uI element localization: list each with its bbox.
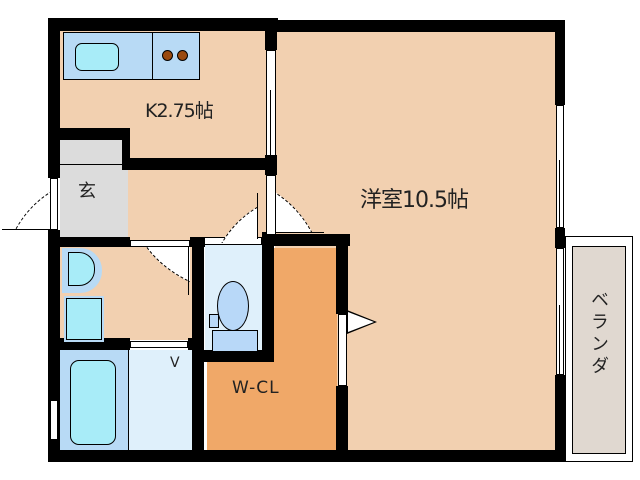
closet-door-triangle-fill	[348, 312, 374, 332]
toilet-tank	[212, 330, 258, 352]
kitchen-window-mullion	[270, 90, 271, 156]
toilet-icon	[217, 281, 249, 331]
wall-entrance-right	[122, 128, 130, 170]
washing-machine-icon	[64, 296, 104, 342]
burner-icon	[162, 50, 173, 61]
sink-icon	[75, 43, 119, 71]
wall-washroom-bottom-right	[188, 338, 204, 350]
wall-kitchen-divider-top	[265, 20, 277, 50]
entrance-door-frame	[50, 178, 58, 230]
kitchen-window	[266, 50, 276, 156]
entrance-step-line	[60, 164, 128, 165]
toilet-door-leaf	[257, 193, 258, 239]
right-window-upper	[556, 105, 564, 228]
entrance-room	[60, 140, 128, 240]
veranda-label: ベランダ	[588, 290, 609, 378]
vanity-mark: V	[170, 355, 180, 371]
wall-closet-top	[262, 234, 350, 246]
wall-bottom	[48, 450, 565, 462]
burner-icon	[177, 50, 188, 61]
bath-window	[50, 400, 58, 440]
entrance-label: 玄	[78, 181, 96, 202]
washroom-door-frame	[130, 240, 190, 247]
wall-right-mid	[555, 228, 565, 248]
wall-right-lower	[555, 375, 565, 462]
entrance-door-leaf-line	[2, 229, 50, 230]
wall-left-upper	[48, 18, 60, 178]
wall-closet-right-lower	[336, 386, 348, 456]
wall-closet-right-upper	[336, 234, 348, 314]
vanity-door-frame	[130, 341, 188, 348]
wall-toilet-bottom	[192, 350, 274, 362]
wall-entrance-top	[48, 128, 130, 140]
wall-top-right	[265, 20, 565, 32]
veranda-floor	[572, 246, 626, 454]
washbasin-bowl	[68, 252, 95, 286]
walk-in-closet-label: W-CL	[232, 378, 280, 398]
wall-entrance-bottom	[48, 237, 130, 247]
western-room-door-leaf	[276, 232, 324, 233]
closet-door-frame	[338, 314, 347, 386]
counter-divider	[152, 32, 153, 80]
right-window-lower	[556, 248, 564, 375]
stove-icon	[162, 50, 192, 62]
toilet-paper-holder	[209, 314, 219, 328]
wall-top-left	[48, 18, 278, 31]
washroom-door-leaf	[188, 247, 189, 295]
wall-kitchen-bottom	[122, 158, 277, 170]
wall-right-upper	[555, 20, 565, 105]
right-window-lower-mullion	[559, 305, 560, 375]
wall-toilet-right	[262, 232, 274, 362]
wall-washroom-bottom	[48, 338, 130, 350]
right-window-upper-mullion	[559, 160, 560, 228]
vanity-room	[128, 350, 195, 452]
bathtub-icon	[70, 360, 116, 445]
kitchen-label: K2.75帖	[145, 100, 214, 122]
western-room-door-frame	[266, 175, 276, 235]
western-room-label: 洋室10.5帖	[360, 188, 469, 213]
